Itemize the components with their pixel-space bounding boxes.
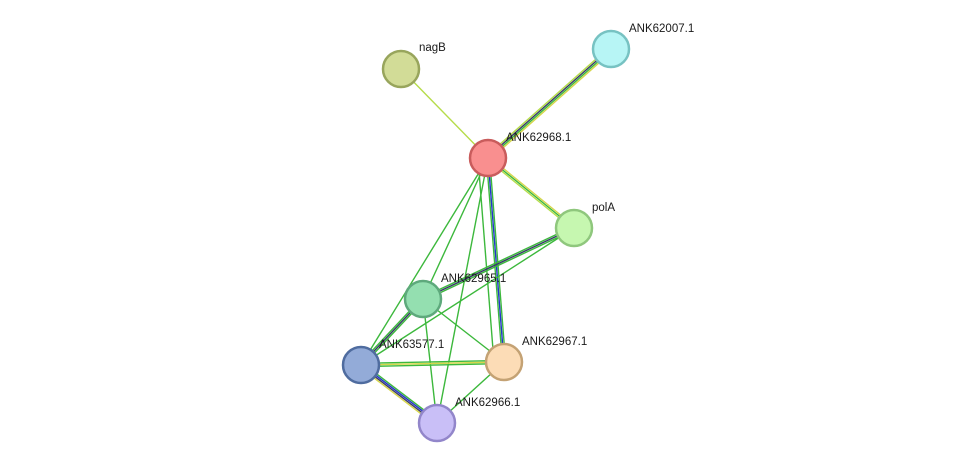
- edge-line: [422, 298, 438, 424]
- edge-line: [488, 157, 507, 362]
- edge-line: [485, 158, 504, 363]
- node-label: ANK62968.1: [506, 132, 571, 144]
- node-label: polA: [592, 202, 615, 214]
- node-circle[interactable]: [591, 29, 631, 69]
- edge-ank62968-1-ank63577-1: [360, 157, 489, 366]
- node-circle[interactable]: [381, 49, 421, 89]
- node-label: ANK62967.1: [522, 336, 587, 348]
- node-circle[interactable]: [484, 342, 524, 382]
- node-circle[interactable]: [417, 403, 457, 443]
- edge-line: [400, 68, 489, 159]
- edge-pola-ank63577-1: [360, 227, 575, 366]
- edge-line: [489, 50, 614, 161]
- edge-line: [360, 361, 505, 366]
- edge-line: [423, 228, 575, 302]
- edge-line: [477, 158, 495, 363]
- edge-line: [360, 157, 489, 366]
- node-circle[interactable]: [468, 138, 508, 178]
- node-label: ANK62007.1: [629, 23, 694, 35]
- edge-line: [488, 49, 612, 160]
- edge-line: [422, 225, 574, 299]
- edge-line: [422, 227, 575, 300]
- node-ank62968-1[interactable]: ANK62968.1: [468, 132, 571, 178]
- edge-line: [361, 362, 505, 368]
- edge-ank63577-1-ank62967-1: [360, 359, 505, 368]
- edge-nagb-ank62968-1: [400, 68, 489, 159]
- edge-ank62965-1-ank62966-1: [422, 298, 438, 424]
- node-ank63577-1[interactable]: ANK63577.1: [341, 339, 444, 385]
- edge-line: [360, 359, 504, 365]
- edge-line: [485, 46, 610, 157]
- node-nagb[interactable]: nagB: [381, 42, 446, 89]
- edge-line: [422, 157, 489, 300]
- edge-ank62968-1-ank62967-1: [477, 158, 495, 363]
- edge-line: [487, 47, 611, 158]
- edge-ank62007-1-ank62968-1: [485, 46, 614, 161]
- node-label: ANK62965.1: [441, 273, 506, 285]
- nodes-layer: ANK62968.1 nagB ANK62007.1 polA ANK62965.1AN…: [341, 23, 694, 443]
- edge-ank62968-1-ank62966-1: [436, 157, 489, 424]
- node-circle[interactable]: [554, 208, 594, 248]
- edge-line: [360, 227, 575, 366]
- node-label: nagB: [419, 42, 446, 54]
- edge-ank62968-1-ank62965-1: [422, 157, 489, 300]
- edge-ank62968-1-ank62967-1: [485, 157, 507, 363]
- edge-pola-ank62965-1: [422, 225, 575, 302]
- edge-line: [487, 157, 505, 363]
- node-label: ANK63577.1: [379, 339, 444, 351]
- edge-line: [436, 157, 489, 424]
- node-ank62007-1[interactable]: ANK62007.1: [591, 23, 694, 69]
- node-pola[interactable]: polA: [554, 202, 615, 248]
- node-label: ANK62966.1: [455, 397, 520, 409]
- node-ank62967-1[interactable]: ANK62967.1: [484, 336, 587, 382]
- node-ank62965-1[interactable]: ANK62965.1: [403, 273, 506, 319]
- node-circle[interactable]: [403, 279, 443, 319]
- node-ank62966-1[interactable]: ANK62966.1: [417, 397, 520, 443]
- node-circle[interactable]: [341, 345, 381, 385]
